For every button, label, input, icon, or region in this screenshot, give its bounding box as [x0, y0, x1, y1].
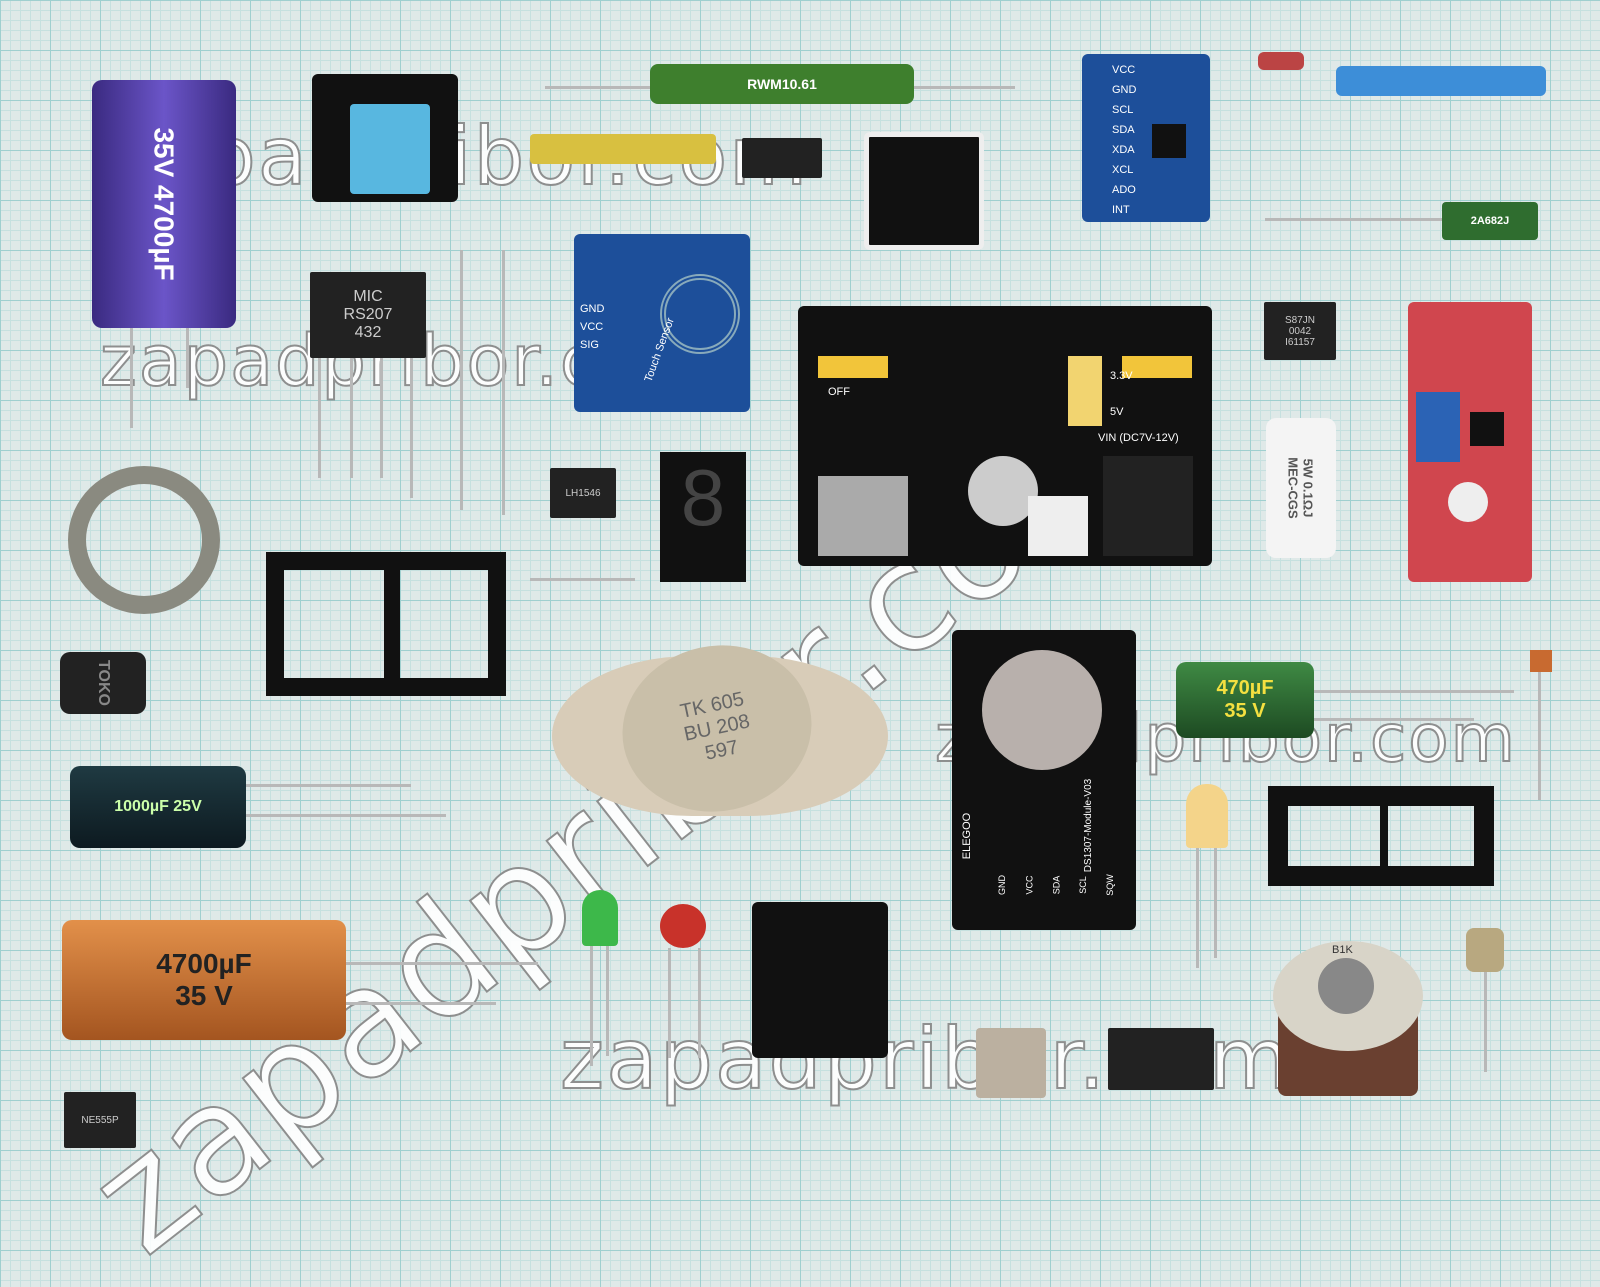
transistor-to92 — [1466, 928, 1504, 972]
lead — [380, 358, 383, 478]
pin-label: INT — [1112, 204, 1130, 216]
pin-label: VCC — [1112, 64, 1136, 76]
led-yellow — [1186, 784, 1228, 848]
capacitor-ceramic-red — [660, 904, 706, 948]
lm-chip — [742, 138, 822, 178]
breadboard-power-module: 3.3V 5V OFF VIN (DC7V-12V) — [798, 306, 1212, 566]
optocoupler: LH1546 — [550, 468, 616, 518]
transistor-to3: TK 605 BU 208 597 — [552, 628, 888, 829]
lead — [350, 358, 353, 478]
lead — [246, 814, 446, 817]
pin-label: SCL — [1077, 876, 1088, 894]
pin-label: ADO — [1112, 184, 1136, 196]
crystal-oscillator — [976, 1028, 1046, 1098]
capacitor-purple: 35V 4700µF — [92, 80, 236, 328]
lead — [410, 358, 413, 498]
pin-label: XCL — [1112, 164, 1134, 176]
pin-label: SQW — [1104, 874, 1115, 896]
dip-adapter — [752, 902, 888, 1058]
ne555-chip: NE555P — [64, 1092, 136, 1148]
diode — [460, 250, 463, 510]
inductor: TOKO — [60, 652, 146, 714]
lead — [606, 946, 609, 1056]
capacitor-ceramic — [1530, 650, 1552, 672]
pin-label: SDA — [1112, 124, 1135, 136]
resistor-cement: 5W 0.1ΩJ MEC-CGS — [1266, 418, 1336, 558]
capacitor-small — [530, 578, 635, 581]
lead — [1538, 672, 1541, 800]
lead — [318, 358, 321, 478]
lead — [1196, 848, 1199, 968]
ic-socket-2 — [1268, 786, 1494, 886]
smd-chip — [1108, 1028, 1214, 1090]
dip8-chip: S87JN 0042 I61157 — [1264, 302, 1336, 360]
film-capacitor: 2A682J — [1442, 202, 1538, 240]
lead — [1484, 972, 1487, 1072]
capacitor-black: 1000µF 25V — [70, 766, 246, 848]
touch-sensor-module: GND VCC SIG Touch Sensor — [574, 234, 750, 412]
pin-label: SDA — [1051, 875, 1062, 895]
lead — [698, 948, 701, 1058]
lead — [590, 946, 593, 1066]
lead — [246, 784, 411, 787]
potentiometer: B1K — [1273, 941, 1423, 1096]
seven-segment-display: 8 — [660, 452, 746, 582]
lead — [346, 962, 538, 965]
led-green — [582, 890, 618, 946]
dht11-module — [312, 74, 458, 202]
resistor-blue — [1336, 66, 1546, 96]
sensor-module-red — [1408, 302, 1532, 582]
pin-label: GND — [1112, 84, 1137, 96]
lead — [668, 948, 671, 1058]
snap-ring — [68, 466, 220, 614]
pin-label: VCC — [1024, 875, 1035, 895]
mini-board — [864, 132, 984, 250]
pin-label: GND — [997, 875, 1007, 895]
bridge-rectifier: MIC RS207 432 — [310, 272, 426, 358]
lead — [1314, 718, 1474, 721]
gy521-module: VCC GND SCL SDA XDA XCL ADO INT — [1082, 54, 1210, 222]
lead — [346, 1002, 496, 1005]
resistor-green: RWM10.61 — [650, 64, 914, 104]
resistor-network — [530, 134, 716, 164]
lead — [1214, 848, 1217, 958]
ic-socket — [266, 552, 506, 696]
lead — [186, 328, 189, 388]
pin-label: XDA — [1112, 144, 1135, 156]
diode — [502, 250, 505, 515]
lead — [130, 328, 133, 428]
lead — [1265, 218, 1445, 221]
lead — [1314, 690, 1514, 693]
pin-label: SCL — [1112, 104, 1134, 116]
resistor-small — [1258, 52, 1304, 70]
